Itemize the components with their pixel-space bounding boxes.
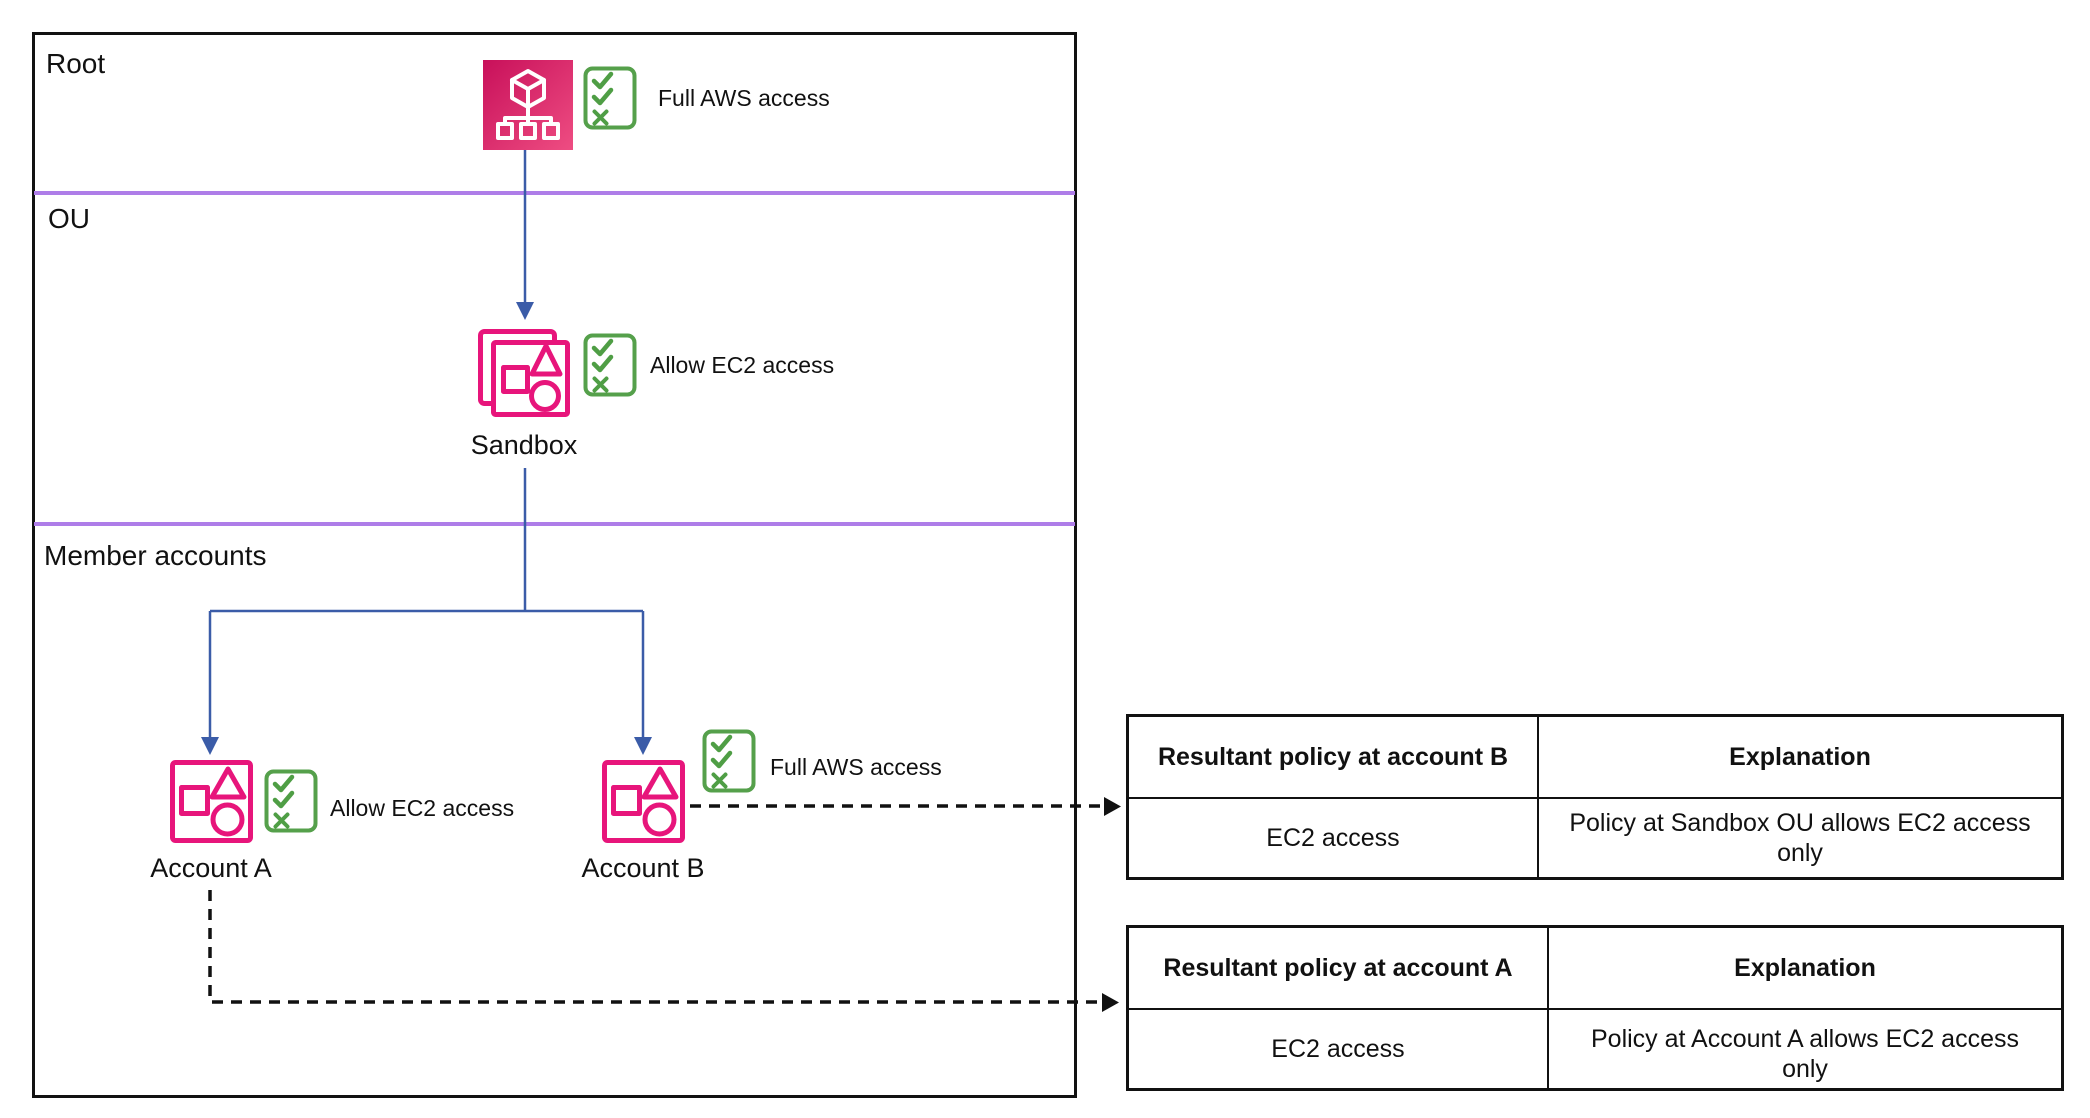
table-header-cell: Explanation (1537, 717, 2061, 797)
table-header-cell: Resultant policy at account B (1157, 743, 1509, 771)
account-a-label: Account A (150, 853, 272, 883)
dashed-arrow-right-icon (1102, 993, 1119, 1012)
resultant-policy-table-account-b: Resultant policy at account B Explanatio… (1126, 714, 2064, 880)
table-cell: Policy at Sandbox OU allows EC2 access o… (1537, 797, 2061, 877)
section-label-root: Root (46, 48, 106, 79)
policy-checklist-icon (583, 333, 637, 397)
sandbox-ou-label: Sandbox (470, 430, 578, 460)
table-cell: Policy at Account A allows EC2 access on… (1547, 1008, 2061, 1088)
table-cell: EC2 access (1129, 1008, 1547, 1088)
dashed-arrow-right-icon (1104, 797, 1121, 816)
organization-boundary-box (32, 32, 1077, 1098)
policy-checklist-icon (583, 66, 637, 130)
resultant-policy-table-account-a: Resultant policy at account A Explanatio… (1126, 925, 2064, 1091)
account-b-policy-annotation: Full AWS access (770, 754, 942, 780)
policy-checklist-icon (702, 729, 756, 793)
organizations-icon (483, 60, 573, 150)
account-icon (602, 760, 685, 843)
section-label-ou: OU (48, 203, 90, 234)
sandbox-policy-annotation: Allow EC2 access (650, 352, 835, 378)
table-header-cell: Resultant policy at account A (1163, 954, 1513, 982)
section-label-member-accounts: Member accounts (44, 540, 267, 571)
root-policy-annotation: Full AWS access (658, 85, 830, 111)
table-header-cell: Explanation (1547, 928, 2061, 1008)
policy-checklist-icon (264, 769, 318, 833)
organizational-unit-icon (478, 329, 570, 417)
account-icon (170, 760, 253, 843)
account-b-label: Account B (581, 853, 705, 883)
account-a-policy-annotation: Allow EC2 access (330, 795, 515, 821)
table-cell: EC2 access (1129, 797, 1537, 877)
